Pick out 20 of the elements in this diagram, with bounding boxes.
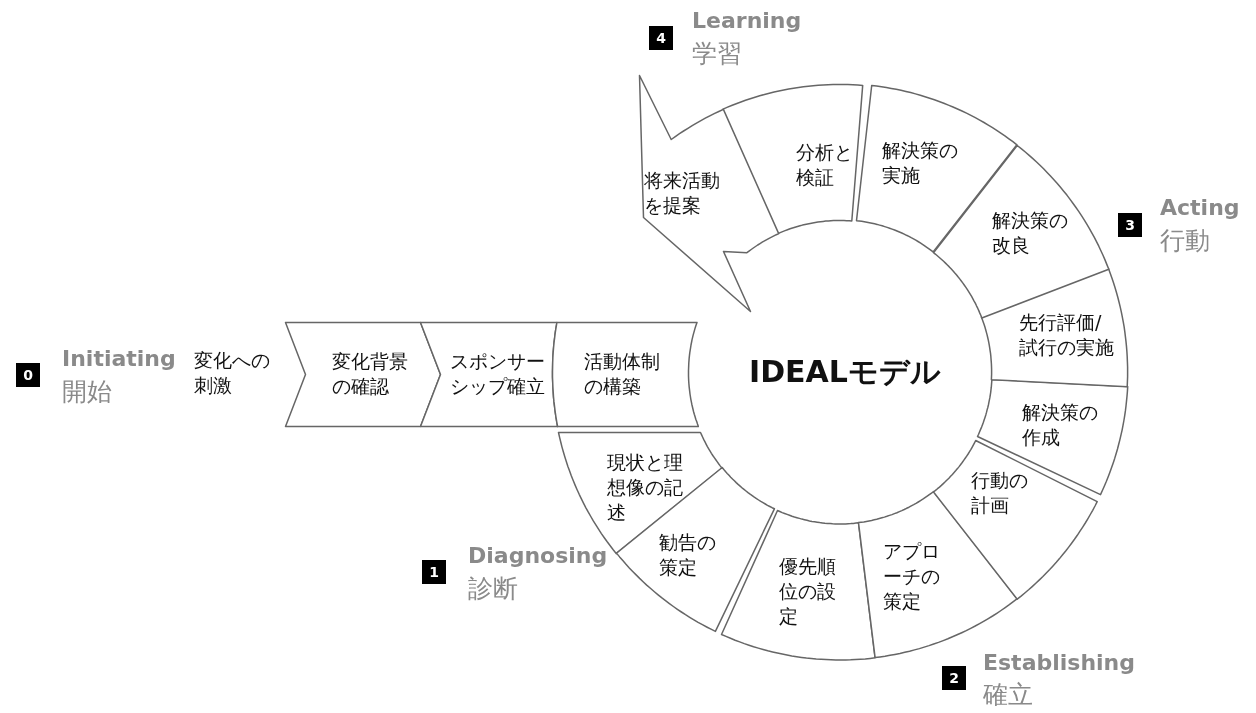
phase-title: Initiating	[62, 345, 176, 371]
phase-title-japanese: 学習	[692, 37, 742, 70]
step-number-badge: 4	[649, 26, 673, 50]
step-number-badge: 3	[1118, 213, 1142, 237]
phase-title-japanese: 開始	[62, 375, 112, 408]
step-text: 変化への刺激	[193, 347, 271, 398]
phase-title-japanese: 診断	[468, 572, 518, 605]
curved-arrow-step: 将来活動を提案	[637, 73, 780, 313]
step-number-badge: 0	[16, 363, 40, 387]
step-number-badge: 1	[422, 560, 446, 584]
phase-title-japanese: 確立	[983, 678, 1033, 711]
ring-segment: 優先順位の設定	[719, 509, 877, 662]
step-number-badge: 2	[942, 666, 966, 690]
chevron-step: 変化背景の確認	[283, 320, 442, 428]
ring-segment: 分析と検証	[721, 82, 865, 235]
phase-title-japanese: 行動	[1160, 224, 1210, 257]
model-title: IDEALモデル	[749, 352, 941, 391]
phase-title: Learning	[692, 7, 802, 33]
phase-title: Acting	[1160, 194, 1240, 220]
ring-segment: 活動体制の構築	[550, 320, 700, 428]
